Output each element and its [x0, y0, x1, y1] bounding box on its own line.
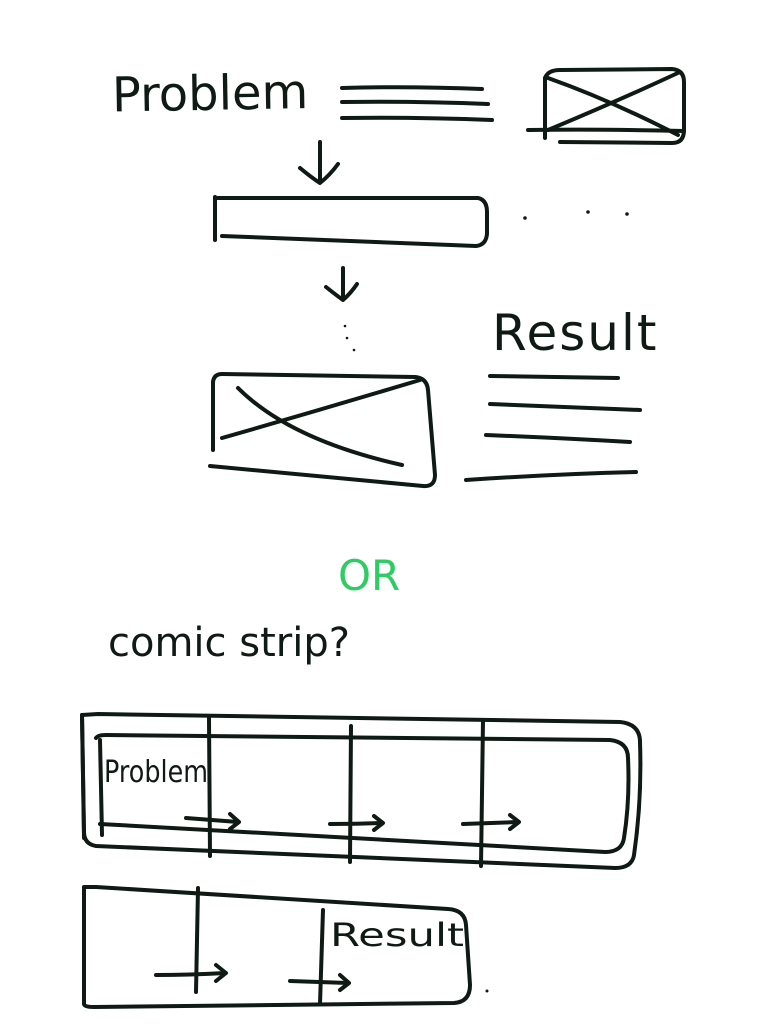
comic-strip-row-1: Problem: [80, 712, 643, 870]
continuation-dots-2: [343, 324, 356, 352]
image-placeholder-top: [526, 67, 686, 145]
flow-sketch: Problem: [112, 64, 686, 489]
or-label: OR: [338, 551, 400, 600]
strip-problem-label: Problem: [104, 755, 208, 790]
down-arrow-1: [298, 140, 340, 185]
comic-strip-row-2: Result: [82, 885, 489, 1009]
step-box: [213, 195, 489, 248]
image-placeholder-bottom: [208, 372, 437, 489]
comic-strip-label: comic strip?: [108, 620, 350, 666]
continuation-dots-1: [523, 210, 629, 220]
result-label: Result: [492, 304, 659, 362]
problem-text-lines: [340, 85, 494, 122]
stray-dot: [485, 989, 489, 993]
strip-result-label: Result: [330, 916, 464, 954]
problem-label: Problem: [112, 64, 309, 123]
down-arrow-2: [324, 266, 359, 302]
result-text-lines: [464, 374, 642, 482]
